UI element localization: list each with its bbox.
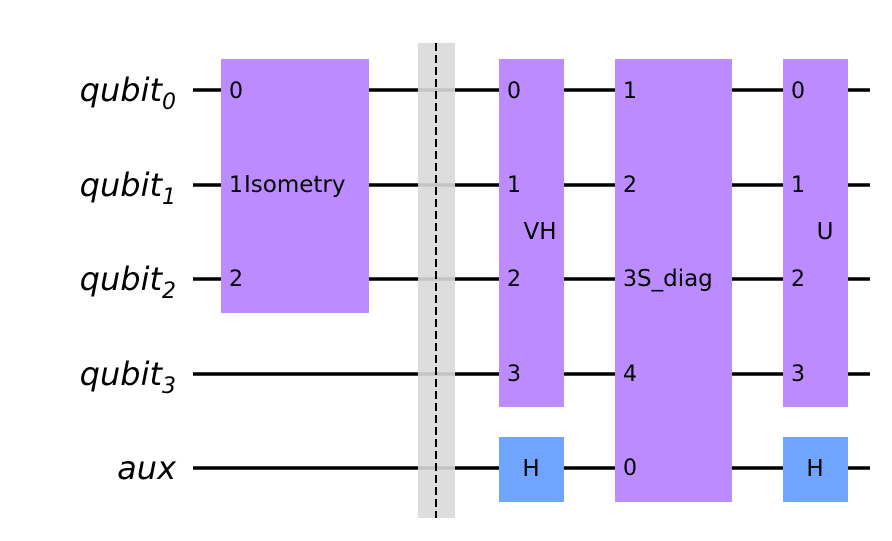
barrier: [418, 43, 455, 518]
u-port-3: 3: [791, 362, 805, 387]
h-gate-2: H: [783, 437, 848, 502]
isometry-label: Isometry: [244, 172, 345, 198]
wire-label-qubit-0: qubit0: [80, 71, 176, 115]
isometry-port-0: 0: [229, 79, 243, 104]
isometry-port-1: 1: [229, 173, 243, 198]
u-gate: 0 1 2 3 U: [783, 59, 848, 407]
s-diag-port-3: 3: [623, 267, 637, 292]
h-gate-2-box: [783, 437, 848, 502]
vh-gate: 0 1 2 3 VH: [499, 59, 564, 407]
h-gate-1-box: [499, 437, 564, 502]
u-port-2: 2: [791, 267, 805, 292]
vh-label: VH: [523, 219, 556, 245]
h-gate-1-label: H: [522, 456, 539, 482]
u-port-1: 1: [791, 173, 805, 198]
isometry-gate-box: [221, 59, 369, 313]
s-diag-port-1: 1: [623, 79, 637, 104]
wire-labels: qubit0 qubit1 qubit2 qubit3 aux: [80, 71, 177, 487]
s-diag-port-2: 2: [623, 173, 637, 198]
wire-label-qubit-1: qubit1: [80, 166, 176, 210]
vh-port-0: 0: [507, 79, 521, 104]
vh-port-1: 1: [507, 173, 521, 198]
s-diag-label: S_diag: [637, 266, 713, 292]
s-diag-port-0: 0: [623, 456, 637, 481]
u-label: U: [817, 219, 834, 245]
vh-gate-box: [499, 59, 564, 407]
u-port-0: 0: [791, 79, 805, 104]
h-gate-2-label: H: [806, 456, 823, 482]
vh-port-2: 2: [507, 267, 521, 292]
s-diag-gate: 1 2 3 4 0 S_diag: [615, 59, 732, 502]
u-gate-box: [783, 59, 848, 407]
isometry-gate: 0 1 2 Isometry: [221, 59, 369, 313]
wire-label-aux: aux: [117, 449, 177, 487]
wire-label-qubit-2: qubit2: [80, 260, 176, 304]
s-diag-port-4: 4: [623, 362, 637, 387]
s-diag-gate-box: [615, 59, 732, 502]
wire-label-qubit-3: qubit3: [80, 355, 176, 399]
vh-port-3: 3: [507, 362, 521, 387]
isometry-port-2: 2: [229, 267, 243, 292]
h-gate-1: H: [499, 437, 564, 502]
